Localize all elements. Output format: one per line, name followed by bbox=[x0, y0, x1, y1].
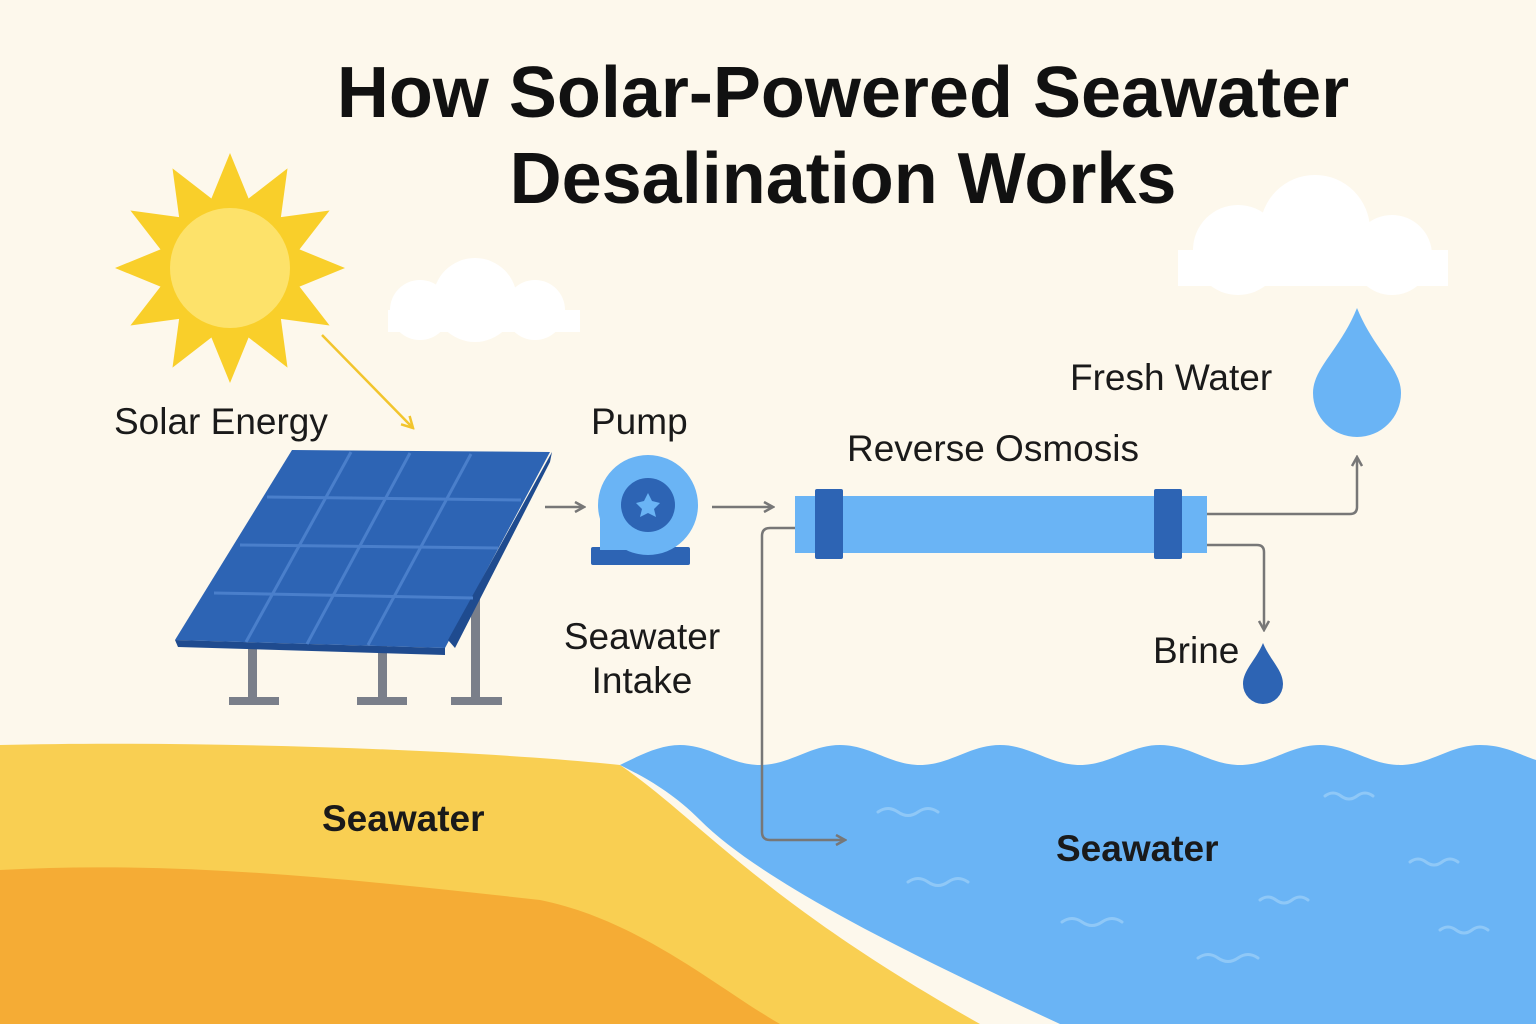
seawater-sea-label: Seawater bbox=[1056, 828, 1219, 869]
solar-energy-label: Solar Energy bbox=[114, 401, 328, 442]
solar-panel-icon bbox=[175, 450, 552, 705]
sea bbox=[620, 745, 1536, 1024]
title-line-1: How Solar-Powered Seawater bbox=[336, 53, 1350, 133]
title-line-2: Desalination Works bbox=[509, 139, 1177, 219]
cloud-icon bbox=[1178, 175, 1448, 295]
brine-line bbox=[1207, 543, 1264, 630]
ro-membrane-icon bbox=[795, 489, 1207, 559]
sun-energy-arrow bbox=[321, 334, 413, 428]
pump-label: Pump bbox=[591, 401, 688, 442]
cloud-icon bbox=[388, 258, 580, 342]
brine-label: Brine bbox=[1153, 630, 1240, 671]
seawater-intake-label-line-2: Intake bbox=[591, 660, 693, 701]
pump-icon bbox=[591, 455, 698, 565]
seawater-intake-label-line-1: Seawater bbox=[563, 616, 721, 657]
sea-ripples bbox=[876, 791, 1490, 963]
brine-drop-icon bbox=[1243, 643, 1283, 704]
sand-dark bbox=[0, 867, 780, 1024]
water-drop-icon bbox=[1313, 308, 1401, 437]
seawater-intake-line bbox=[760, 526, 845, 840]
fresh-water-line bbox=[1207, 457, 1357, 516]
reverse-osmosis-label: Reverse Osmosis bbox=[847, 428, 1139, 469]
seawater-land-label: Seawater bbox=[322, 798, 485, 839]
sun-icon bbox=[115, 153, 345, 383]
fresh-water-label: Fresh Water bbox=[1070, 357, 1273, 398]
page-title: How Solar-Powered Seawater Desalination … bbox=[0, 50, 1536, 222]
